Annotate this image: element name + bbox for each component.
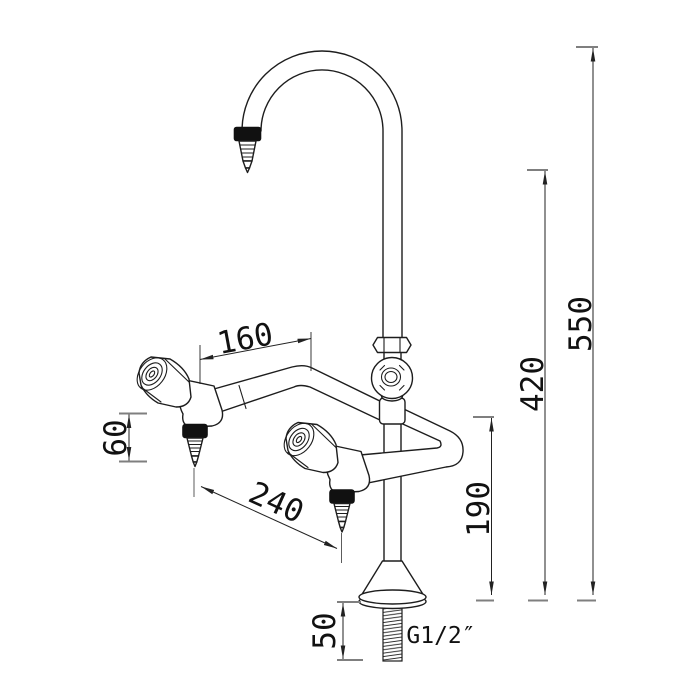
valve-right (283, 421, 371, 533)
valve-knob (285, 421, 339, 474)
dim-240: 240 (200, 475, 338, 549)
knob-face-rings (136, 357, 168, 391)
dim-550: 550 (563, 46, 599, 602)
dim-label-160: 160 (214, 316, 276, 362)
valve-knob (138, 356, 192, 408)
dim-190: 190 (461, 416, 497, 602)
dim-label-50: 50 (307, 612, 343, 649)
dim-label-190: 190 (461, 481, 497, 537)
dim-label-420: 420 (515, 356, 551, 412)
mounting-base (358, 560, 427, 662)
hex-coupling-nut (372, 336, 412, 354)
spout-nozzle (233, 126, 262, 174)
gooseneck-tube (241, 50, 403, 339)
base-cone (361, 560, 424, 595)
spout-collar (233, 126, 262, 142)
thread-spec-label: G1/2″ (406, 623, 475, 649)
dim-420: 420 (515, 169, 551, 602)
flange (358, 589, 427, 605)
dim-50: 50 (307, 601, 363, 661)
thread-stud (382, 603, 403, 662)
dim-label-240: 240 (243, 475, 309, 531)
dim-60: 60 (98, 412, 147, 463)
dim-label-60: 60 (98, 419, 134, 456)
nozzle-collar (182, 423, 208, 439)
left-outlet-arm (213, 365, 387, 422)
nozzle-collar (329, 489, 355, 504)
dim-label-550: 550 (563, 296, 599, 352)
valve-left (136, 356, 224, 468)
knob-face-rings (283, 422, 315, 457)
control-wheel (370, 356, 414, 400)
arm-coupler-line (238, 384, 247, 410)
